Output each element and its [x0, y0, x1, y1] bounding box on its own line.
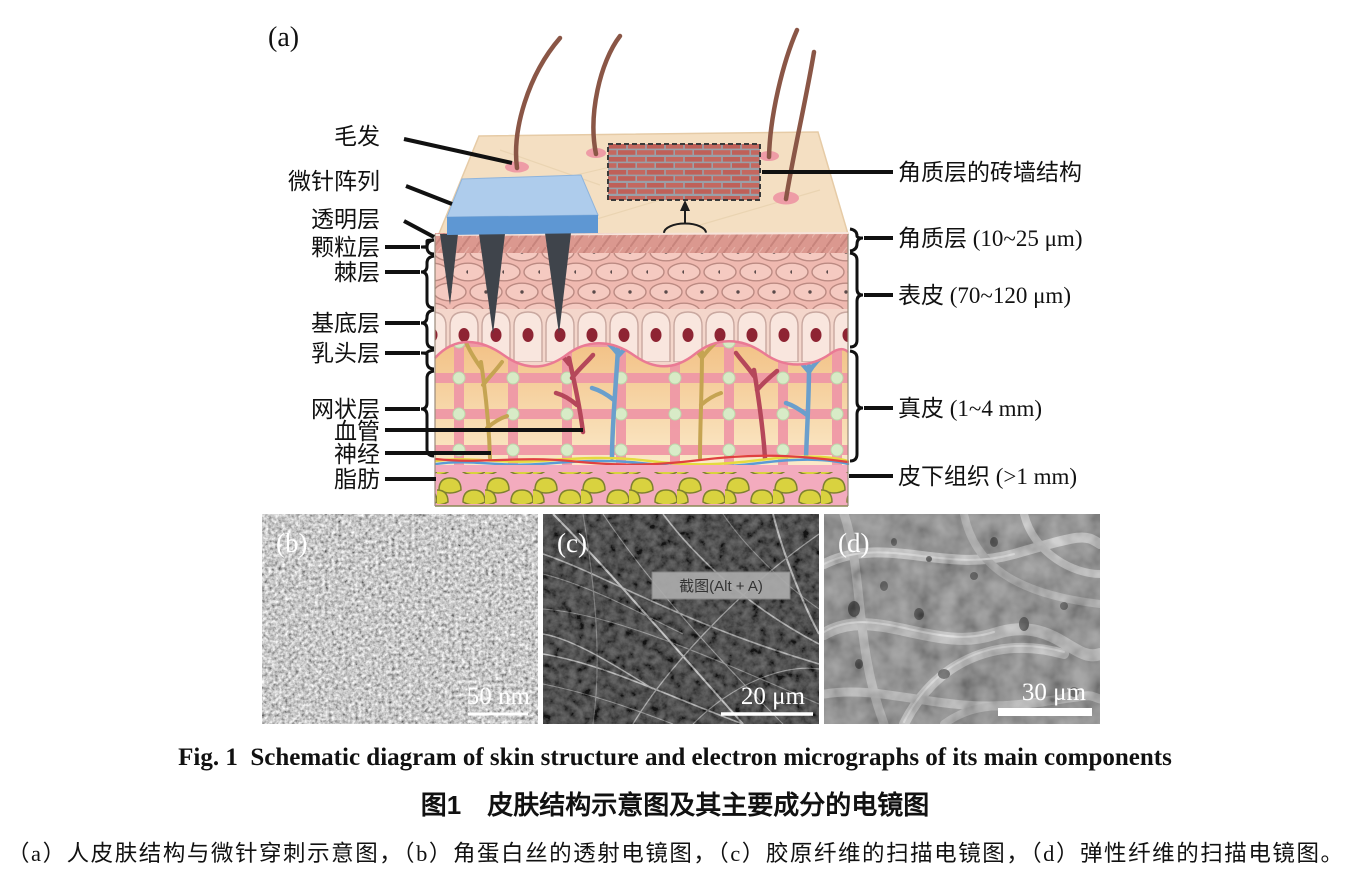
label-nerve: 神经 — [334, 442, 380, 467]
hair — [591, 33, 623, 157]
dermis-layer — [434, 340, 849, 465]
papillary-boundary — [434, 340, 849, 368]
label-papillary-layer: 乳头层 — [311, 341, 380, 366]
label-reticular-layer: 网状层 — [311, 397, 380, 422]
microneedle-patch — [440, 174, 599, 334]
sem-noise — [543, 514, 819, 724]
label-brick-wall-structure: 角质层的砖墙结构 — [898, 160, 1082, 185]
label-hair: 毛发 — [334, 124, 380, 149]
scalebar-d — [998, 708, 1092, 716]
skin-schematic-svg: (a) — [268, 22, 1082, 507]
label-stratum-granulosum: 颗粒层 — [311, 235, 380, 260]
hairs — [505, 27, 817, 205]
tem-noise — [262, 514, 538, 724]
panel-b-label: (b) — [276, 528, 307, 558]
label-stratum-lucidum: 透明层 — [311, 207, 380, 232]
label-stratum-spinosum: 棘层 — [334, 260, 380, 285]
micrograph-c-sem-collagen: 截图(Alt + A) (c) 20 μm — [542, 513, 820, 725]
scalebar-c-text: 20 μm — [741, 683, 806, 710]
caption-title-zh: 图1 皮肤结构示意图及其主要成分的电镜图 — [420, 789, 930, 820]
tooltip-text: 截图(Alt + A) — [679, 578, 763, 595]
label-microneedle-array: 微针阵列 — [288, 169, 380, 194]
micrograph-row: (b) 50 nm — [0, 509, 1350, 729]
skin-schematic-panel: (a) — [268, 22, 1082, 507]
screenshot-tooltip-artifact: 截图(Alt + A) — [651, 571, 791, 600]
hair — [513, 35, 563, 171]
panel-c-label: (c) — [557, 528, 587, 558]
label-blood-vessel: 血管 — [334, 419, 380, 444]
junction-vessel-lines — [434, 454, 850, 469]
label-fat: 脂肪 — [334, 467, 380, 492]
figure-captions: Fig. 1 Schematic diagram of skin structu… — [0, 744, 1350, 868]
label-subcutaneous-tissue: 皮下组织 (>1 mm) — [898, 464, 1077, 489]
panel-d-label: (d) — [838, 528, 869, 558]
micrograph-d-sem-elastic: (d) 30 μm — [818, 509, 1106, 729]
stratum-corneum-brick-inset — [607, 143, 761, 244]
microneedle — [545, 233, 571, 334]
caption-description: （a）人皮肤结构与微针穿刺示意图，（b）角蛋白丝的透射电镜图，（c）胶原纤维的扫… — [7, 840, 1343, 866]
sem-noise — [824, 514, 1100, 724]
label-basal-layer: 基底层 — [311, 311, 380, 336]
nerve-fibers — [464, 341, 724, 460]
scalebar-d-text: 30 μm — [1022, 679, 1087, 706]
label-epidermis: 表皮 (70~120 μm) — [898, 283, 1071, 308]
caption-title-en: Fig. 1 Schematic diagram of skin structu… — [178, 744, 1172, 771]
microneedle — [440, 234, 458, 305]
label-stratum-corneum: 角质层 (10~25 μm) — [898, 226, 1082, 251]
hair — [783, 49, 817, 202]
micrograph-b-tem-keratin: (b) 50 nm — [262, 514, 538, 724]
leader-lines — [385, 137, 893, 481]
label-dermis: 真皮 (1~4 mm) — [898, 396, 1042, 421]
left-braces — [420, 238, 435, 458]
panel-a-label: (a) — [268, 22, 299, 53]
microneedle — [479, 234, 505, 334]
hair — [766, 27, 800, 160]
scalebar-b-text: 50 nm — [467, 683, 531, 710]
subcutis-layer — [435, 465, 848, 507]
right-braces — [849, 227, 864, 463]
